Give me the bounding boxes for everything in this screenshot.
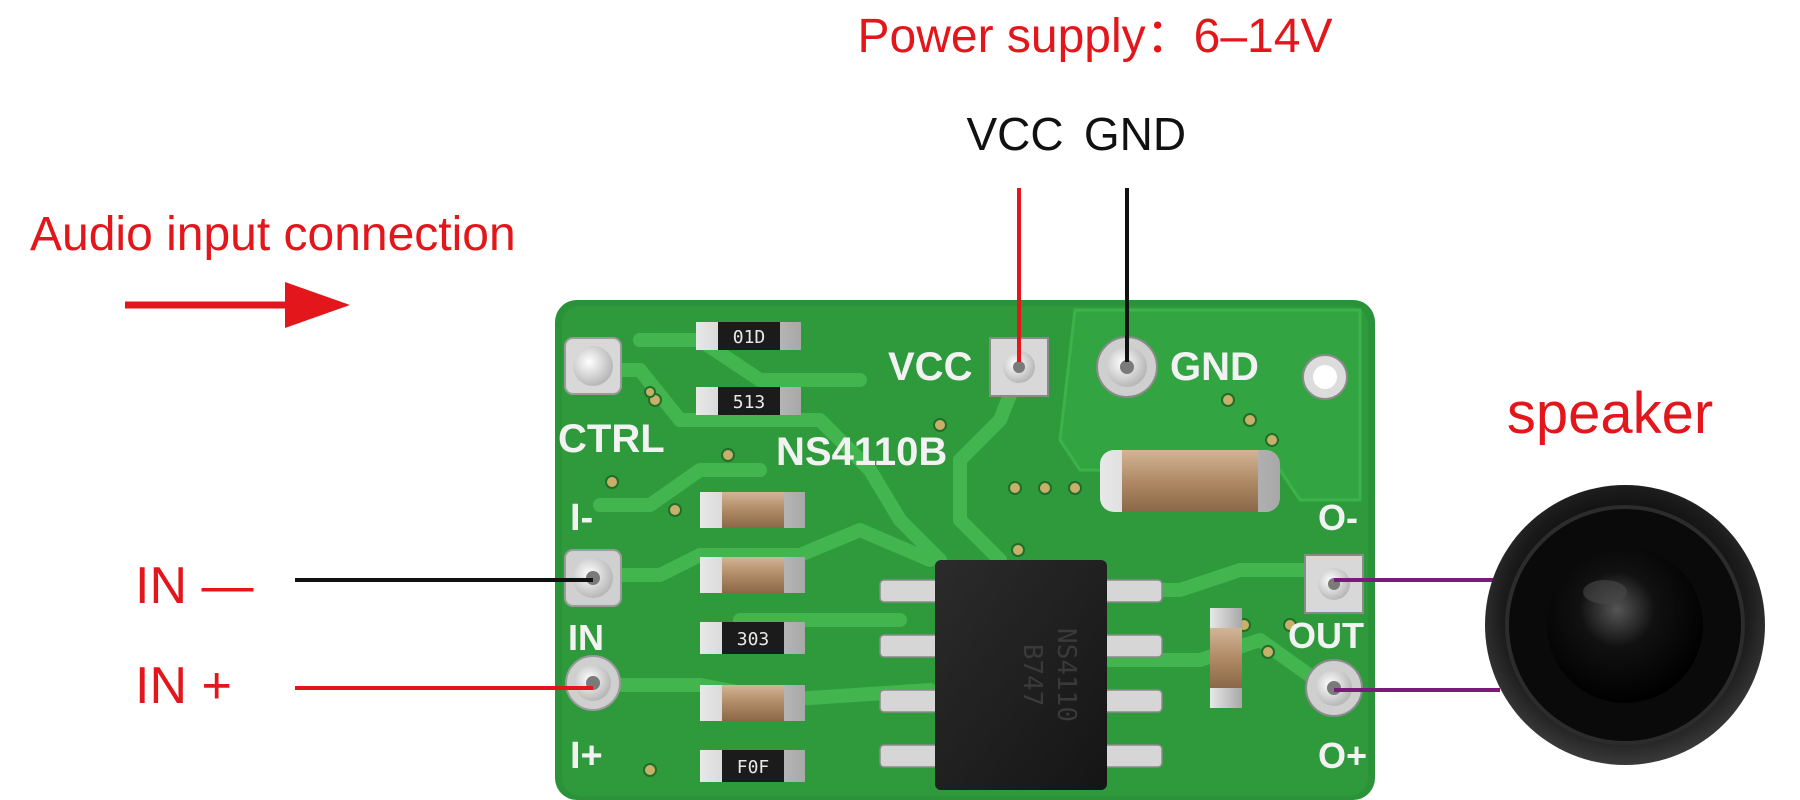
gnd-label: GND xyxy=(1084,108,1186,160)
speaker-icon xyxy=(1485,485,1765,765)
audio-input-arrow-icon xyxy=(125,282,350,328)
capacitor-large xyxy=(1100,450,1280,512)
resistor-r1: 01D xyxy=(696,322,801,350)
amplifier-board: 01D 513 303 F0F xyxy=(555,300,1375,800)
resistor-code: 513 xyxy=(733,392,766,413)
audio-input-label: Audio input connection xyxy=(30,208,516,261)
vcc-label: VCC xyxy=(966,108,1063,160)
ic-marking-line2: B747 xyxy=(1017,644,1047,707)
silk-out: OUT xyxy=(1288,615,1364,656)
silk-o-minus: O- xyxy=(1318,497,1358,538)
silk-gnd: GND xyxy=(1170,345,1259,389)
capacitor-c3 xyxy=(700,685,805,721)
in-minus-label: IN — xyxy=(135,557,253,615)
silk-vcc: VCC xyxy=(888,345,972,389)
resistor-code: 01D xyxy=(733,327,766,348)
silk-chip-name: NS4110B xyxy=(776,430,947,474)
power-supply-label: Power supply：6–14V xyxy=(858,10,1333,63)
ctrl-pad xyxy=(564,337,622,395)
mounting-hole xyxy=(1302,354,1348,400)
ic-marking-line1: NS4110 xyxy=(1051,628,1081,722)
resistor-r4: F0F xyxy=(700,750,805,782)
capacitor-c4 xyxy=(1210,608,1242,708)
capacitor-c2 xyxy=(700,557,805,593)
capacitor-c1 xyxy=(700,492,805,528)
speaker-label: speaker xyxy=(1507,381,1713,446)
silk-in: IN xyxy=(568,617,604,658)
silk-o-plus: O+ xyxy=(1318,735,1367,776)
silk-ctrl: CTRL xyxy=(558,417,665,461)
silk-i-minus: I- xyxy=(570,497,593,539)
silk-i-plus: I+ xyxy=(570,735,603,777)
resistor-r2: 513 xyxy=(696,387,801,415)
in-plus-pad xyxy=(565,655,621,711)
resistor-code: 303 xyxy=(737,629,770,650)
out-minus-pad xyxy=(1304,554,1364,614)
resistor-code: F0F xyxy=(737,757,770,778)
amplifier-ic: NS4110 B747 xyxy=(879,560,1163,790)
in-plus-label: IN + xyxy=(135,657,232,715)
gnd-pad xyxy=(1096,336,1158,398)
resistor-r3: 303 xyxy=(700,622,805,654)
